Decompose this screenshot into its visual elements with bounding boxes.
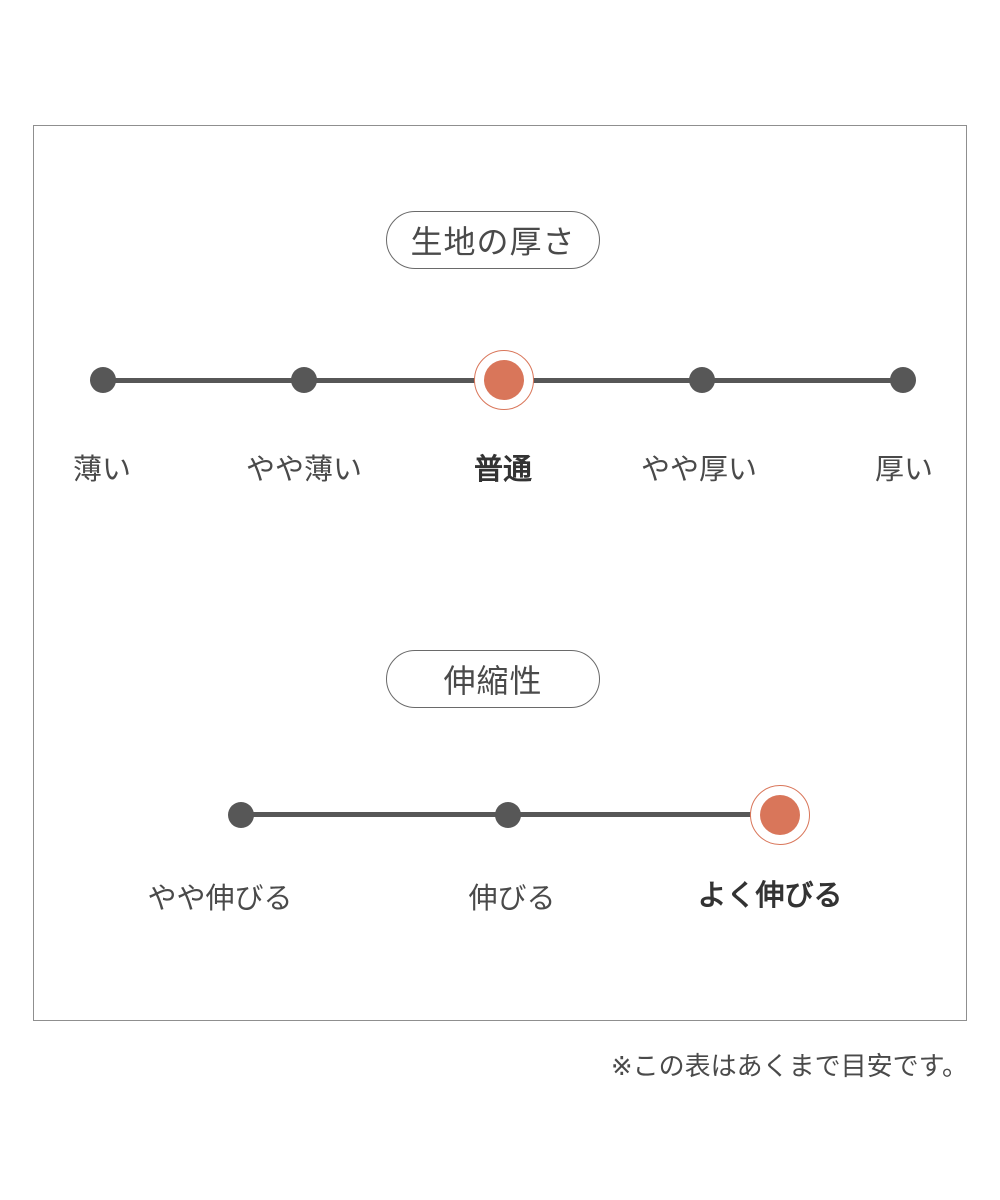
thickness-label-slightly-thick: やや厚い [640, 452, 757, 486]
thickness-title: 生地の厚さ [386, 211, 600, 269]
thickness-dot-thin [90, 367, 116, 393]
thickness-label-slightly-thin: やや薄い [245, 452, 362, 486]
stretch-label-stretches: 伸びる [468, 881, 556, 915]
thickness-label-normal: 普通 [473, 452, 532, 486]
disclaimer-note: ※この表はあくまで目安です。 [610, 1052, 968, 1082]
spec-chart-frame [33, 125, 967, 1021]
stretch-label-very: よく伸びる [697, 878, 843, 912]
thickness-label-thick: 厚い [874, 452, 933, 486]
thickness-dot-normal-selected [484, 360, 524, 400]
stretch-dot-stretches [495, 802, 521, 828]
stretch-title: 伸縮性 [386, 650, 600, 708]
thickness-label-thin: 薄い [72, 452, 131, 486]
thickness-dot-slightly-thick [689, 367, 715, 393]
thickness-dot-slightly-thin [291, 367, 317, 393]
stretch-dot-very-selected [760, 795, 800, 835]
thickness-dot-thick [890, 367, 916, 393]
stretch-dot-slightly [228, 802, 254, 828]
stretch-label-slightly: やや伸びる [147, 881, 293, 915]
